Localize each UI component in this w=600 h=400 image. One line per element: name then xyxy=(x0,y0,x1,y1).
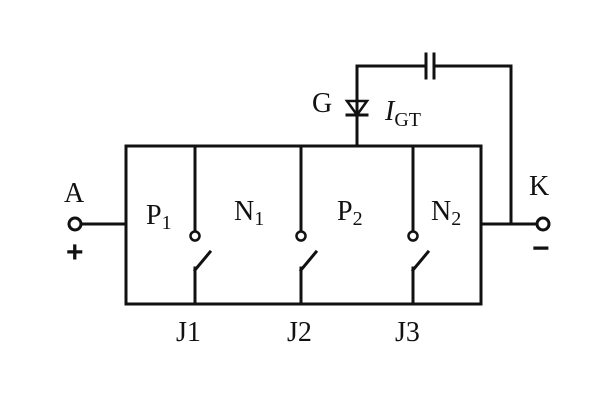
gate-diode-icon xyxy=(344,99,370,118)
anode-label: A xyxy=(64,178,85,209)
region-label-p2: P2 xyxy=(337,196,363,230)
region-label-p1: P1 xyxy=(146,200,172,234)
junction-j3-switch-blade xyxy=(410,249,431,273)
gate-current-label: IGT xyxy=(384,96,421,131)
gate-current-subscript: GT xyxy=(394,109,421,131)
cathode-terminal[interactable] xyxy=(535,216,551,232)
anode-polarity: + xyxy=(66,236,84,269)
region-label-n2: N2 xyxy=(431,196,461,230)
junction-j1-switch-blade xyxy=(192,249,213,273)
junction-j3-contact xyxy=(407,230,419,242)
junction-label-j1: J1 xyxy=(176,317,201,348)
anode-terminal[interactable] xyxy=(67,216,83,232)
junction-j2-contact xyxy=(295,230,307,242)
gate-label: G xyxy=(312,88,332,119)
junction-label-j3: J3 xyxy=(395,317,420,348)
gate-current-symbol: I xyxy=(384,96,396,127)
junction-j1-contact xyxy=(189,230,201,242)
junction-j2-switch-blade xyxy=(298,249,319,273)
device-body xyxy=(124,144,483,306)
cathode-polarity: − xyxy=(532,232,550,265)
region-label-n1: N1 xyxy=(234,196,264,230)
junction-label-j2: J2 xyxy=(287,317,312,348)
cathode-label: K xyxy=(529,171,549,202)
